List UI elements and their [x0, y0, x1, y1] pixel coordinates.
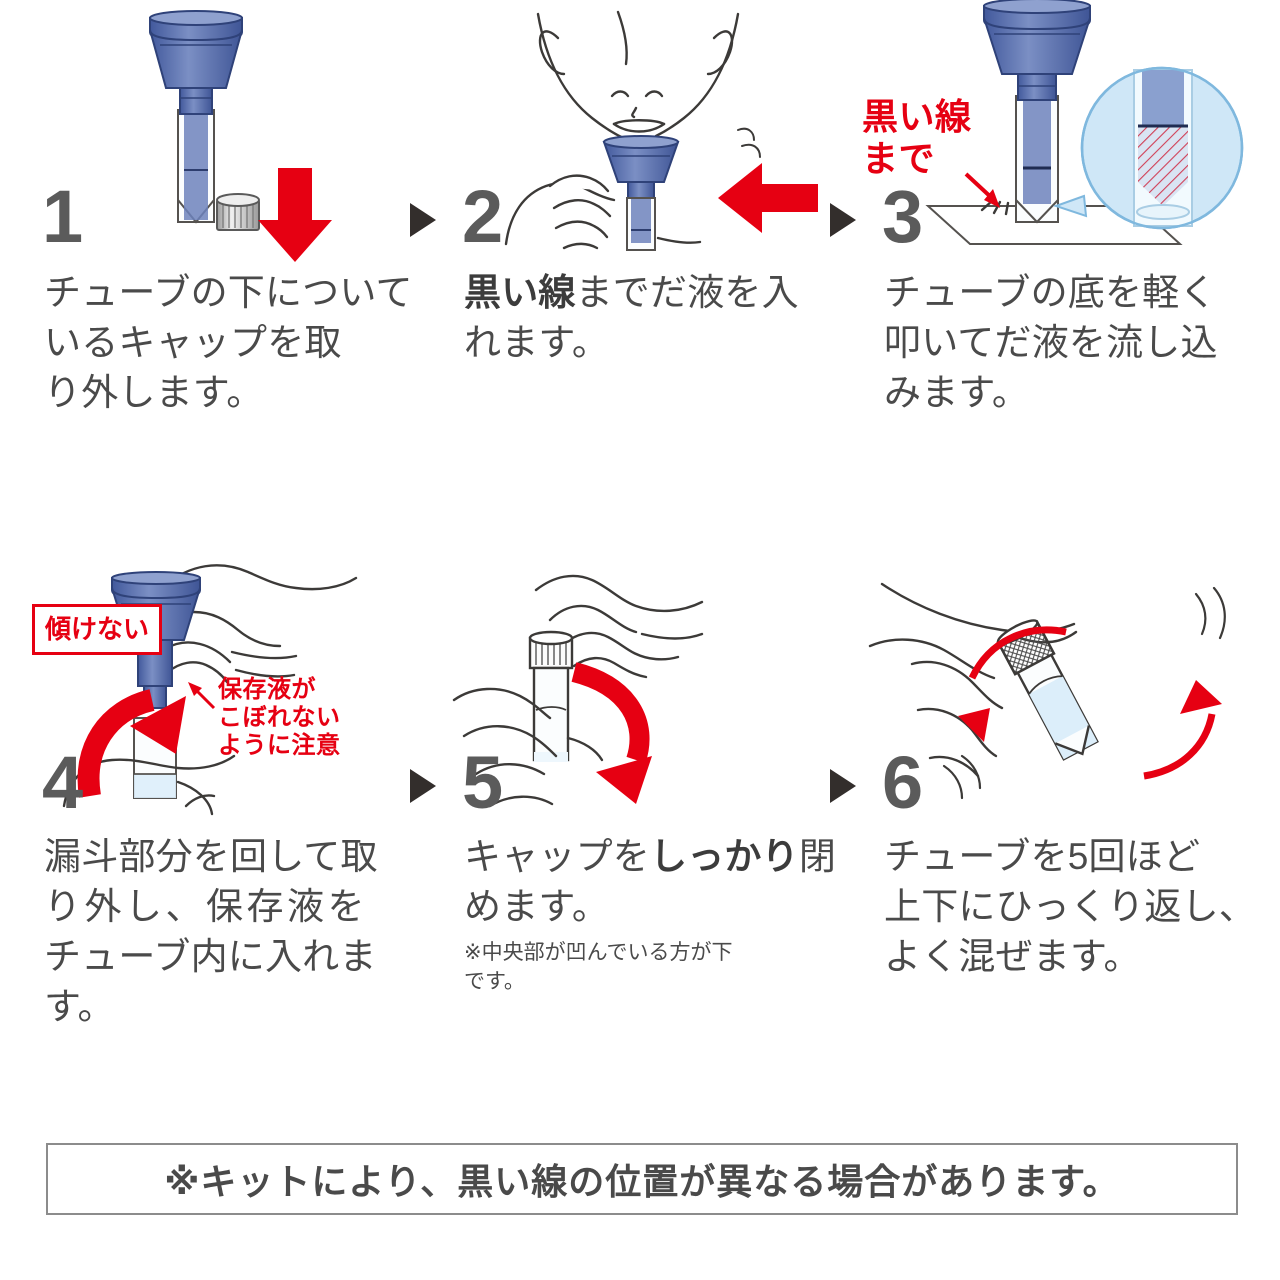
step-separator-3	[410, 769, 436, 803]
do-not-spill-warning: 保存液が こぼれない ように注意	[218, 676, 341, 760]
do-not-spill-line3: ように注意	[218, 732, 341, 759]
step-separator-2	[830, 203, 856, 237]
left-arrow-icon	[718, 163, 818, 233]
step-row-bottom: 傾けない 保存液が こぼれない ように注意 4 漏斗部分を回して取り外し、保存液…	[0, 560, 1280, 1080]
do-not-tilt-warning: 傾けない	[32, 604, 163, 655]
do-not-spill-line1: 保存液が	[218, 676, 316, 703]
step-3: 黒い線 まで 3 チューブの底を軽く叩いてだ液を流し込みます。	[862, 0, 1266, 560]
step-grid: 1 チューブの下についているキャップを取り外します。	[0, 0, 1280, 1080]
step-1-number: 1	[42, 175, 83, 258]
rotate-arrows-icon	[958, 626, 1222, 780]
step-separator-1	[410, 203, 436, 237]
step-3-illustration	[866, 0, 1266, 250]
step-row-top: 1 チューブの下についているキャップを取り外します。	[0, 0, 1280, 560]
spill-pointer-arrow-icon	[188, 682, 216, 710]
step-6-number: 6	[882, 741, 923, 824]
footer-note-box: ※キットにより、黒い線の位置が異なる場合があります。	[46, 1143, 1238, 1215]
step-3-number: 3	[882, 175, 923, 258]
step-4-illustration	[26, 560, 426, 816]
black-line-callout-line1: 黒い線	[862, 96, 972, 137]
black-line-callout: 黒い線 まで	[862, 96, 972, 180]
do-not-spill-line2: こぼれない	[218, 704, 341, 731]
step-2-illustration	[446, 0, 846, 251]
turn-arrow-icon	[571, 662, 652, 804]
step-2-text: 黒い線までだ液を入れます。	[464, 272, 799, 363]
footer-note-text: ※キットにより、黒い線の位置が異なる場合があります。	[164, 1161, 1120, 1202]
step-5-illustration	[446, 560, 846, 810]
step-6: 6 チューブを5回ほど上下にひっくり返し、よく混ぜます。	[866, 560, 1266, 1080]
step-1-text: チューブの下についているキャップを取り外します。	[44, 272, 413, 413]
twist-arrow-icon	[77, 689, 186, 798]
step-5: 5 キャップをしっかり閉めます。 ※中央部が凹んでいる方が下です。	[446, 560, 846, 1080]
step-5-number: 5	[462, 741, 503, 824]
step-1: 1 チューブの下についているキャップを取り外します。	[26, 0, 426, 560]
step-6-illustration	[866, 560, 1266, 810]
down-arrow-icon	[258, 168, 332, 262]
step-2: 2 黒い線までだ液を入れます。	[446, 0, 846, 560]
step-1-illustration	[26, 0, 426, 262]
step-4-text: 漏斗部分を回して取り外し、保存液をチューブ内に入れます。	[44, 836, 378, 1027]
step-3-text: チューブの底を軽く叩いてだ液を流し込みます。	[884, 272, 1218, 413]
step-4: 傾けない 保存液が こぼれない ように注意 4 漏斗部分を回して取り外し、保存液…	[26, 560, 426, 1080]
black-line-callout-line2: まで	[862, 138, 936, 179]
step-separator-4	[830, 769, 856, 803]
step-4-number: 4	[42, 741, 83, 824]
step-5-text: キャップをしっかり閉めます。	[464, 836, 837, 927]
step-2-number: 2	[462, 175, 503, 258]
callout-arrow-icon	[964, 172, 1000, 208]
step-5-note: ※中央部が凹んでいる方が下です。	[464, 941, 733, 993]
step-6-text: チューブを5回ほど上下にひっくり返し、よく混ぜます。	[884, 836, 1256, 977]
